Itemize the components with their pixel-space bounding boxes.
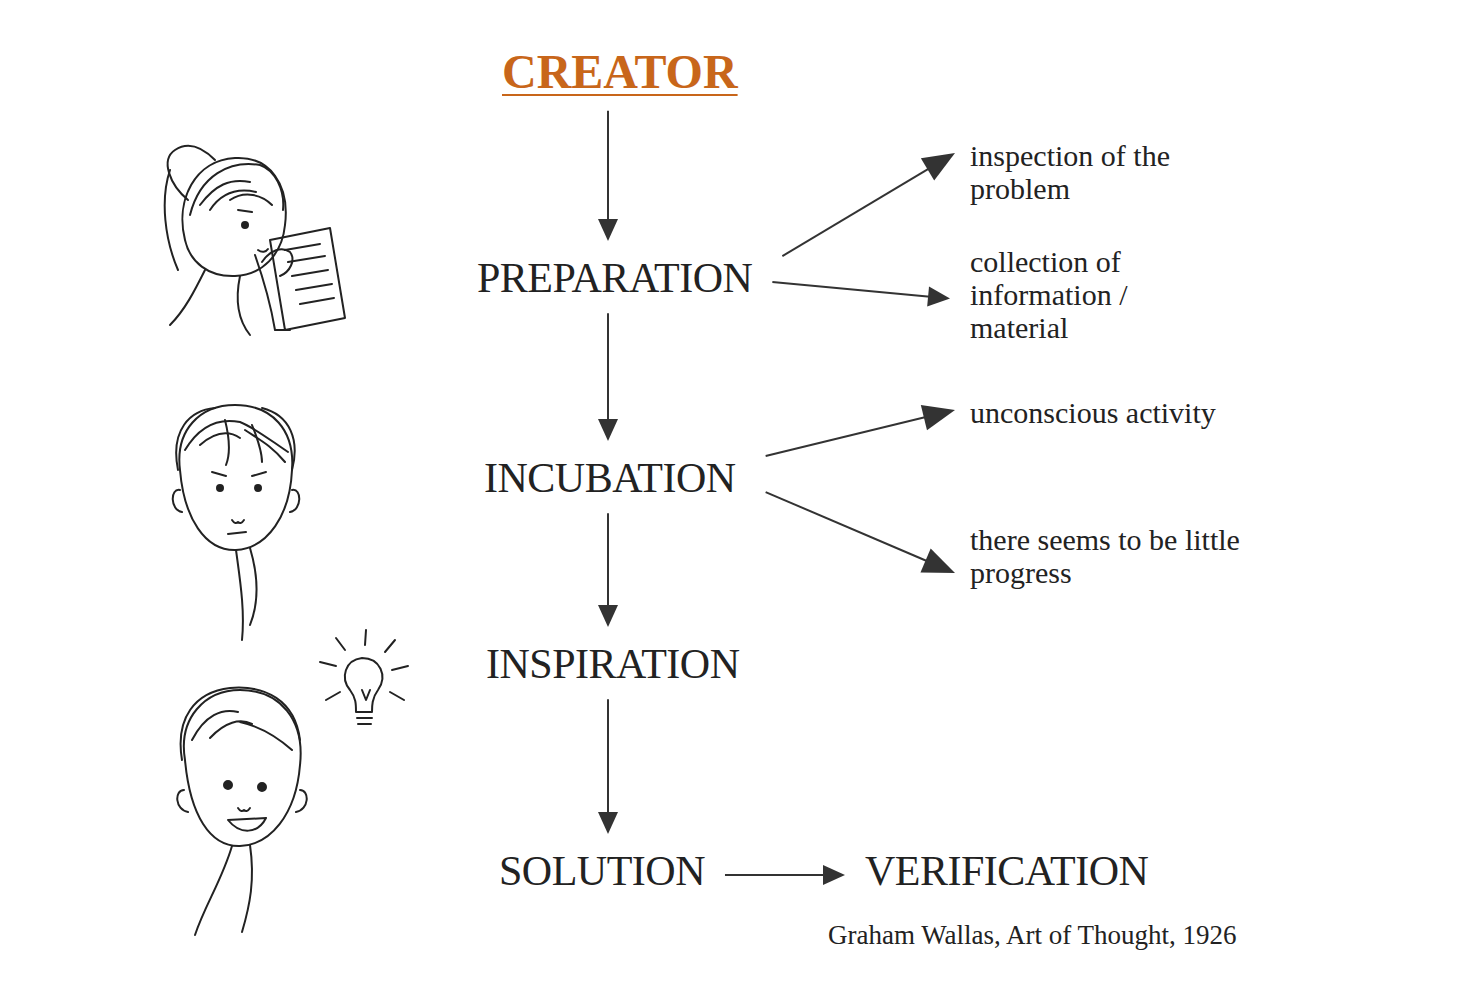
connector-line <box>782 168 929 256</box>
connector-arrow <box>598 699 618 834</box>
connector-line <box>607 313 609 421</box>
arrowhead <box>921 405 955 430</box>
stage-text: CREATOR <box>502 46 738 99</box>
connector-arrow <box>766 405 955 456</box>
connector-arrow <box>766 492 955 573</box>
note-text: unconscious activity <box>970 396 1290 429</box>
arrowhead <box>921 153 955 181</box>
connector-line <box>725 874 825 876</box>
stage-text: SOLUTION <box>499 848 705 894</box>
connector-line <box>766 417 926 456</box>
heading-node: CREATOR <box>502 46 738 99</box>
connector-line <box>766 492 928 561</box>
girl-idea <box>177 630 408 935</box>
girl-thinking <box>173 405 300 640</box>
arrowhead <box>823 865 845 885</box>
note-text: inspection of the problem <box>970 139 1270 205</box>
connector-line <box>607 513 609 607</box>
arrowhead <box>927 287 950 307</box>
stage-label: VERIFICATION <box>865 848 1148 894</box>
stage-label: SOLUTION <box>499 848 705 894</box>
connector-line <box>607 699 609 814</box>
branch-note: there seems to be little progress <box>970 523 1260 589</box>
branch-note: collection of information / material <box>970 245 1210 344</box>
stage-text: PREPARATION <box>477 255 752 301</box>
connector-line <box>772 282 930 297</box>
arrowhead <box>598 605 618 627</box>
arrowhead <box>598 419 618 441</box>
stage-text: INCUBATION <box>484 455 736 501</box>
note-text: collection of information / material <box>970 245 1210 344</box>
connector-arrow <box>598 313 618 441</box>
connector-arrow <box>725 865 845 885</box>
note-text: there seems to be little progress <box>970 523 1260 589</box>
stage-text: INSPIRATION <box>486 641 740 687</box>
stage-text: VERIFICATION <box>865 848 1148 894</box>
arrowhead <box>598 812 618 834</box>
caption: Graham Wallas, Art of Thought, 1926 <box>828 920 1237 951</box>
connector-arrow <box>782 153 955 256</box>
branch-note: inspection of the problem <box>970 139 1270 205</box>
girl-reading <box>165 146 345 335</box>
stage-label: INSPIRATION <box>486 641 740 687</box>
connector-arrow <box>598 513 618 627</box>
stage-label: PREPARATION <box>477 255 752 301</box>
arrowhead <box>598 219 618 241</box>
connector-line <box>607 111 609 221</box>
arrowhead <box>920 548 955 573</box>
connector-arrow <box>772 282 950 306</box>
stage-label: INCUBATION <box>484 455 736 501</box>
branch-note: unconscious activity <box>970 396 1290 429</box>
connector-arrow <box>598 111 618 241</box>
